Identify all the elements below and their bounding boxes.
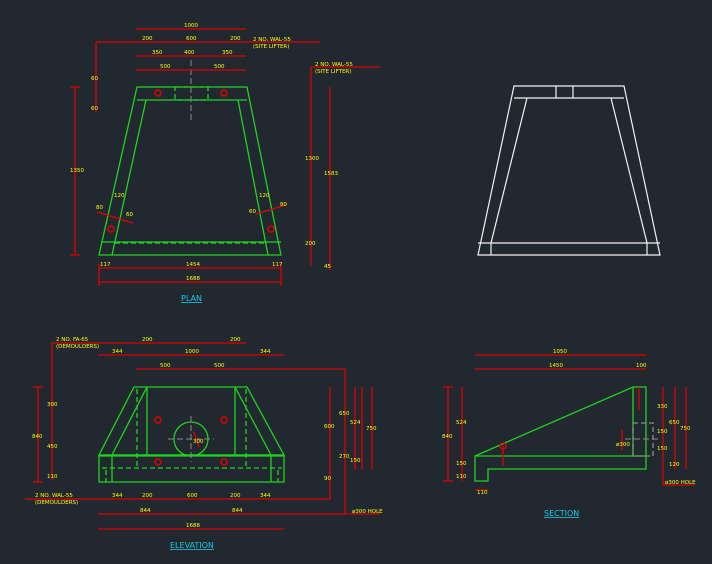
elev-dim: 450 — [47, 444, 58, 450]
plan-dim: 1300 — [305, 156, 319, 162]
elev-dim: 344 — [260, 493, 271, 499]
plan-dim-height: 1350 — [70, 168, 84, 174]
plan-view: 1000 200 600 200 350 400 350 500 500 2 N… — [70, 23, 380, 303]
plan-dim: 600 — [186, 36, 197, 42]
elev-dim-overall-width: 1688 — [186, 523, 200, 529]
section-view: 1050 1450 100 840 524 150 110 110 330 65… — [442, 349, 696, 518]
elev-dim: 524 — [350, 420, 361, 426]
plan-dim: 350 — [222, 50, 233, 56]
section-title: SECTION — [544, 509, 579, 518]
elevation-title: ELEVATION — [170, 541, 214, 550]
isometric-outline — [477, 85, 661, 256]
elev-dim: 600 — [187, 493, 198, 499]
plan-dim: 350 — [152, 50, 163, 56]
elevation-view: 2 NO. FA-65 (DEMOULDERS) 200 200 344 100… — [25, 337, 383, 550]
plan-dim: 117 — [272, 262, 283, 268]
plan-lifter-note-right: 2 NO. WAL-55 — [315, 62, 353, 68]
section-hole-label: ø300 HOLE — [665, 480, 696, 486]
plan-dim: 45 — [324, 264, 331, 270]
plan-dim: 200 — [142, 36, 153, 42]
elev-demoulder-note-bottom: 2 NO. WAL-55 — [35, 493, 73, 499]
plan-dim-overall-width: 1688 — [186, 276, 200, 282]
plan-side-dim: 60 — [126, 212, 133, 218]
section-dim-bottom: 110 — [477, 490, 488, 496]
plan-lifter-note-right: (SITE LIFTER) — [315, 69, 351, 75]
elev-dim: 344 — [112, 349, 123, 355]
elev-circle-dim: 300 — [193, 439, 204, 445]
section-dim: 750 — [680, 426, 691, 432]
elev-dim: 344 — [260, 349, 271, 355]
section-dim: 100 — [636, 363, 647, 369]
plan-side-dim: 120 — [259, 193, 270, 199]
plan-dim: 1454 — [186, 262, 200, 268]
section-dim: 1450 — [549, 363, 563, 369]
plan-dim-overall: 1000 — [184, 23, 198, 29]
section-dim: 1050 — [553, 349, 567, 355]
elev-dim: 270 — [339, 454, 350, 460]
plan-side-dim: 120 — [114, 193, 125, 199]
plan-dim: 500 — [160, 64, 171, 70]
plan-dim: 60 — [91, 106, 98, 112]
plan-dim: 200 — [305, 241, 316, 247]
elev-dim: 200 — [142, 493, 153, 499]
elev-dim: 500 — [160, 363, 171, 369]
elev-dim: 750 — [366, 426, 377, 432]
elev-dim: 300 — [47, 402, 58, 408]
elev-dim: 150 — [350, 458, 361, 464]
elev-dim: 500 — [214, 363, 225, 369]
plan-dim: 500 — [214, 64, 225, 70]
section-dim-height: 840 — [442, 434, 453, 440]
plan-side-dim: 80 — [96, 205, 103, 211]
elev-dim: 200 — [230, 493, 241, 499]
section-dim: 330 — [657, 404, 668, 410]
plan-lifter-note: 2 NO. WAL-55 — [253, 37, 291, 43]
section-dim: 110 — [456, 474, 467, 480]
elev-dim: 600 — [324, 424, 335, 430]
elev-dim: 844 — [232, 508, 243, 514]
elev-dim: 650 — [339, 411, 350, 417]
section-hole-dim: ø300 — [616, 442, 630, 448]
elev-dim: 344 — [112, 493, 123, 499]
plan-dim: 200 — [230, 36, 241, 42]
plan-dim: 400 — [184, 50, 195, 56]
section-dim: 650 — [669, 420, 680, 426]
elev-dim: 110 — [47, 474, 58, 480]
plan-dim: 60 — [91, 76, 98, 82]
plan-dim: 1583 — [324, 171, 338, 177]
elev-demoulder-note: (DEMOULDERS) — [56, 344, 99, 350]
elev-dim: 200 — [230, 337, 241, 343]
plan-lifter-note: (SITE LIFTER) — [253, 44, 289, 50]
section-dim: 524 — [456, 420, 467, 426]
elev-dim: 1000 — [185, 349, 199, 355]
elev-dim: 200 — [142, 337, 153, 343]
section-dim: 150 — [456, 461, 467, 467]
section-dim: 150 — [657, 446, 668, 452]
plan-side-dim: 60 — [249, 209, 256, 215]
elev-hole-label: ø300 HOLE — [352, 509, 383, 515]
elev-dim: 90 — [324, 476, 331, 482]
elev-demoulder-note-bottom: (DEMOULDERS) — [35, 500, 78, 506]
elev-dim: 844 — [140, 508, 151, 514]
plan-title: PLAN — [181, 294, 202, 303]
elev-demoulder-note: 2 NO. FA-65 — [56, 337, 89, 343]
section-dim: 150 — [657, 429, 668, 435]
elev-dim-height: 840 — [32, 434, 43, 440]
plan-dim: 117 — [100, 262, 111, 268]
section-dim: 120 — [669, 462, 680, 468]
plan-side-dim: 80 — [280, 202, 287, 208]
